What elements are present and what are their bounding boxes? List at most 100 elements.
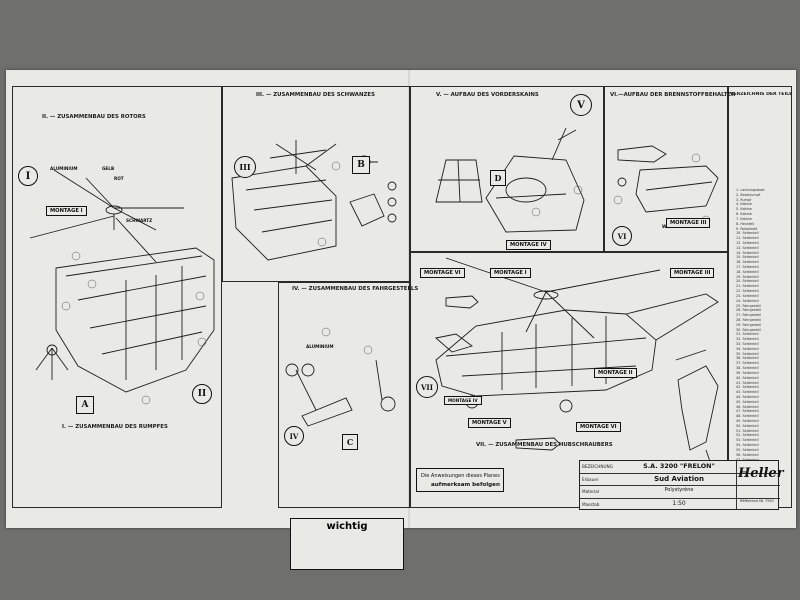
part-item: 37. Seitenteil [736,361,759,366]
label-gelb: GELB [102,166,115,171]
part-item: 7. Kabine [736,216,752,221]
step-marker-i: I [18,166,38,186]
part-item: 38. Seitenteil [736,366,759,371]
part-item: 8. Heckteil [736,221,755,226]
detail-marker-c: C [342,434,358,450]
step-marker-iv: IV [284,426,304,446]
heading-verzeichnis: VERZEICHNIS DER TEILE [730,92,793,97]
montage-vi-top: MONTAGE VI [420,268,465,278]
part-item: 43. Seitenteil [736,390,759,395]
part-item: 48. Seitenteil [736,414,759,419]
title-key-masstab: Masstab [582,501,600,507]
montage-vi-bottom: MONTAGE VI [576,422,621,432]
montage-i-top: MONTAGE I [490,268,531,278]
scale: 1:50 [672,499,686,507]
warning-box: Die Anweisungen dieses Planes aufmerksam… [416,468,504,492]
part-item: 50. Seitenteil [736,423,759,428]
label-aluminium: ALUMINIUM [50,166,78,171]
part-item: 41. Seitenteil [736,380,759,385]
part-item: 27. Fahrgestell [736,313,761,318]
part-item: 25. Fahrgestell [736,303,761,308]
part-item: 14. Seitenteil [736,250,759,255]
heading-hub: VII. — ZUSAMMENBAU DES HUBSCHRAUBERS [476,442,613,448]
wichtig-title: wichtig [326,521,368,532]
part-item: 12. Seitenteil [736,240,759,245]
part-item: 22. Seitenteil [736,289,759,294]
montage-ii-bottom: MONTAGE II [594,368,637,378]
instruction-sheet: II. — ZUSAMMENBAU DES ROTORS I. — ZUSAMM… [6,70,796,570]
part-item: 26. Fahrgestell [736,308,761,313]
part-item: 51. Seitenteil [736,428,759,433]
montage-i-label: MONTAGE I [46,206,87,216]
part-item: 42. Seitenteil [736,385,759,390]
part-item: 4. Kabine [736,202,752,207]
part-item: 45. Seitenteil [736,399,759,404]
montage-iii-top: MONTAGE III [670,268,715,278]
step-marker-vi: VI [612,226,632,246]
heading-fahrgestell: IV. — ZUSAMMENBAU DES FAHRGESTELLS [292,286,419,292]
part-item: 44. Seitenteil [736,394,759,399]
step-marker-ii: II [192,384,212,404]
label-rot: ROT [114,176,124,181]
montage-iv-label: MONTAGE IV [506,240,551,250]
title-key-bezeichnung: BEZEICHNUNG [582,464,613,469]
part-item: 15. Seitenteil [736,255,759,260]
part-item: 6. Kabine [736,212,752,217]
reference-number: Référence NL 7901 [740,499,775,503]
heading-schwanz: III. — ZUSAMMENBAU DES SCHWANZES [256,92,375,98]
montage-v-bottom: MONTAGE V [468,418,511,428]
montage-iii-right: MONTAGE III [666,218,711,228]
part-item: 19. Seitenteil [736,274,759,279]
panel-hub [410,252,728,508]
part-item: 29. Fahrgestell [736,322,761,327]
panel-left [12,86,222,508]
part-item: 47. Seitenteil [736,409,759,414]
part-item: 57. Seitenteil [736,458,788,463]
part-item: 3. Rumpf [736,197,752,202]
part-item: 13. Seitenteil [736,245,759,250]
part-item: 2. Bootsrumpf [736,192,761,197]
heading-rumpf: I. — ZUSAMMENBAU DES RUMPFES [62,424,168,430]
warning-line-1: Die Anweisungen dieses Planes [421,473,500,479]
part-item: 39. Seitenteil [736,370,759,375]
panel-brenn [604,86,728,252]
step-marker-vii: VII [416,376,438,398]
title-key-material: Material [582,489,600,494]
part-item: 34. Seitenteil [736,346,759,351]
part-item: 21. Seitenteil [736,284,759,289]
part-item: 32. Seitenteil [736,337,759,342]
model-name: S.A. 3200 "FRELON" [643,462,715,470]
part-item: 1. Landungsboot [736,188,765,192]
panel-fahrgestell [278,282,410,508]
heading-vorder: V. — AUFBAU DES VORDERSKAINS [436,92,539,98]
part-item: 53. Seitenteil [736,438,759,443]
part-item: 35. Seitenteil [736,351,759,356]
heading-rotor: II. — ZUSAMMENBAU DES ROTORS [42,114,146,120]
step-marker-iii: III [234,156,256,178]
wichtig-box: wichtig [290,518,404,570]
part-item: 9. Rotorblatt [736,226,758,231]
part-item: 20. Seitenteil [736,279,759,284]
warning-line-2: aufmerksam befolgen [431,482,500,488]
parts-list: 1. Landungsboot 2. Bootsrumpf 3. Rumpf 4… [736,188,788,506]
part-item: 23. Seitenteil [736,293,759,298]
part-item: 54. Seitenteil [736,443,759,448]
manufacturer: Sud Aviation [654,474,704,483]
panel-vorder [410,86,604,252]
part-item: 30. Fahrgestell [736,327,761,332]
part-item: 11. Seitenteil [736,236,759,241]
assembly-drawings [29,127,721,491]
label-aluminium-gear: ALUMINIUM [306,344,334,349]
part-item: 31. Seitenteil [736,332,759,337]
panel-schwanz [222,86,410,282]
heading-brenn: VI.—AUFBAU DER BRENNSTOFFBEHALTER [610,92,736,98]
label-schwartz: SCHWARTZ [126,218,153,223]
title-block: BEZEICHNUNG S.A. 3200 "FRELON" Erbauer S… [579,460,784,510]
part-item: 10. Seitenteil [736,231,759,236]
detail-marker-b: B [352,156,370,174]
part-item: 33. Seitenteil [736,342,759,346]
montage-iv-bottom: MONTAGE IV [444,396,482,405]
part-item: 40. Seitenteil [736,375,759,380]
part-item: 36. Seitenteil [736,356,759,361]
detail-marker-a: A [76,396,94,414]
